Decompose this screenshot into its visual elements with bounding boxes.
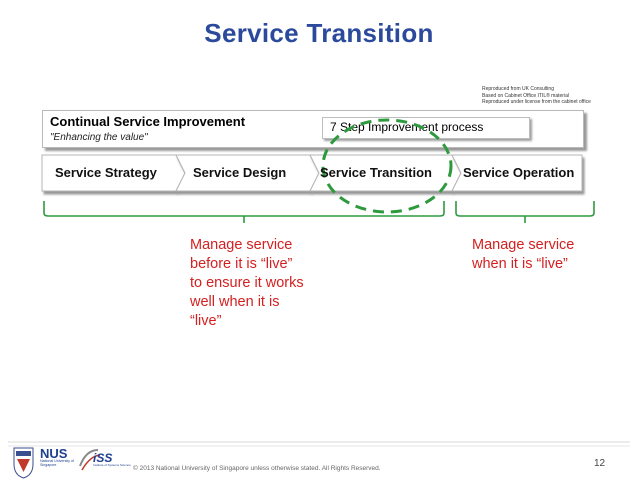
attribution-line: Reproduced from UK Consulting: [482, 86, 554, 92]
copyright-footer: © 2013 National University of Singapore …: [133, 465, 381, 472]
nus-logo-text: NUS: [40, 446, 68, 461]
page-number: 12: [594, 458, 606, 469]
stage-strategy-label: Service Strategy: [55, 165, 157, 180]
transition-note-line: “live”: [190, 313, 222, 329]
live-brace: [455, 201, 595, 217]
transition-note-line: to ensure it works: [190, 275, 304, 291]
stage-transition-label: Service Transition: [320, 165, 432, 180]
iss-logo-subtext: Institute of Systems Science: [93, 463, 131, 467]
transition-note-line: Manage service: [190, 237, 293, 253]
transition-note-line: before it is “live”: [190, 256, 293, 272]
transition-note: Manage service before it is “live” to en…: [190, 236, 304, 331]
iss-logo-icon: [79, 449, 101, 471]
nus-logo-subtext: National University of Singapore: [40, 459, 74, 467]
slide-title: Service Transition: [204, 18, 434, 48]
stage-operation-label: Service Operation: [463, 165, 575, 180]
transition-note-line: well when it is: [190, 294, 280, 310]
improvement-process-box: [322, 117, 530, 139]
csi-subtitle: "Enhancing the value": [50, 132, 148, 143]
operation-note: Manage service when it is “live”: [472, 236, 574, 274]
csi-title: Continual Service Improvement: [50, 114, 246, 129]
stage-design-label: Service Design: [193, 165, 287, 180]
operation-note-line: Manage service: [472, 237, 575, 253]
attribution-line: Based on Cabinet Office ITIL® material: [482, 92, 569, 99]
pre-live-brace: [43, 201, 445, 217]
attribution-note: Reproduced from UK Consulting Based on C…: [482, 86, 622, 106]
attribution-line: Reproduced under license from the cabine…: [482, 99, 591, 105]
transition-highlight-ellipse: [321, 118, 453, 214]
nus-crest-icon: [13, 447, 34, 479]
stage-operation-shape: [451, 154, 583, 192]
iss-logo-text: iSS: [93, 451, 113, 465]
operation-note-line: when it is “live”: [472, 256, 568, 272]
